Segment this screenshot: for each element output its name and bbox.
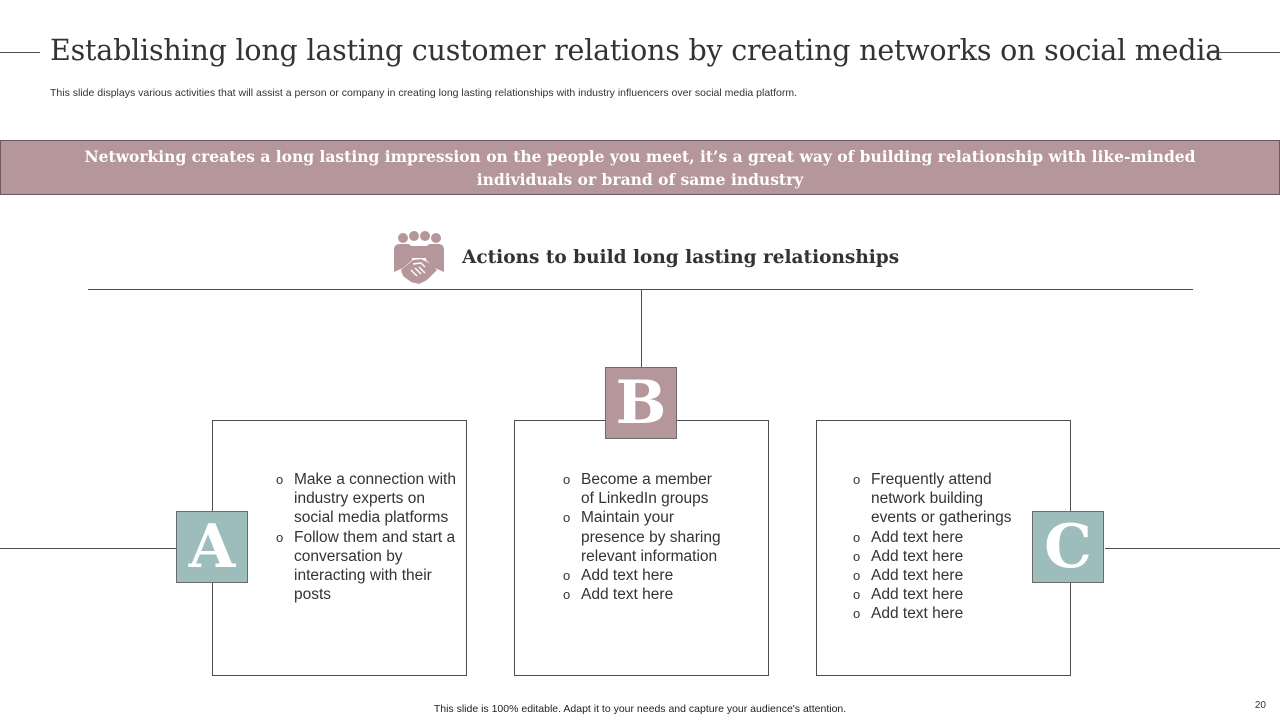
connector-left-a (0, 548, 176, 549)
list-item: Become a member of LinkedIn groups (563, 470, 728, 508)
page-title: Establishing long lasting customer relat… (50, 34, 1223, 67)
section-heading: Actions to build long lasting relationsh… (462, 247, 900, 268)
key-message-banner: Networking creates a long lasting impres… (0, 140, 1280, 195)
list-item: Add text here (563, 566, 728, 585)
list-item: Add text here (853, 585, 1021, 604)
title-rule-left (0, 52, 40, 53)
connector-vertical-b (641, 289, 642, 367)
section-divider-line (88, 289, 1193, 290)
list-item: Add text here (853, 604, 1021, 623)
page-subtitle: This slide displays various activities t… (50, 87, 798, 99)
list-item: Add text here (853, 547, 1021, 566)
list-item: Add text here (853, 528, 1021, 547)
footer-note: This slide is 100% editable. Adapt it to… (433, 703, 847, 715)
team-handshake-icon (391, 230, 447, 286)
list-item: Frequently attend network building event… (853, 470, 1021, 528)
card-b-bullets: Become a member of LinkedIn groups Maint… (563, 470, 728, 605)
page-number: 20 (1254, 700, 1266, 711)
list-item: Follow them and start a conversation by … (276, 528, 456, 605)
letter-badge-a: A (176, 511, 248, 583)
list-item: Add text here (563, 585, 728, 604)
letter-badge-b: B (605, 367, 677, 439)
banner-text: Networking creates a long lasting impres… (84, 146, 1196, 189)
card-a-bullets: Make a connection with industry experts … (276, 470, 456, 604)
letter-badge-c: C (1032, 511, 1104, 583)
card-c-bullets: Frequently attend network building event… (853, 470, 1021, 624)
list-item: Add text here (853, 566, 1021, 585)
list-item: Make a connection with industry experts … (276, 470, 456, 528)
title-rule-right (1208, 52, 1280, 53)
connector-right-c (1105, 548, 1280, 549)
list-item: Maintain your presence by sharing releva… (563, 508, 728, 566)
